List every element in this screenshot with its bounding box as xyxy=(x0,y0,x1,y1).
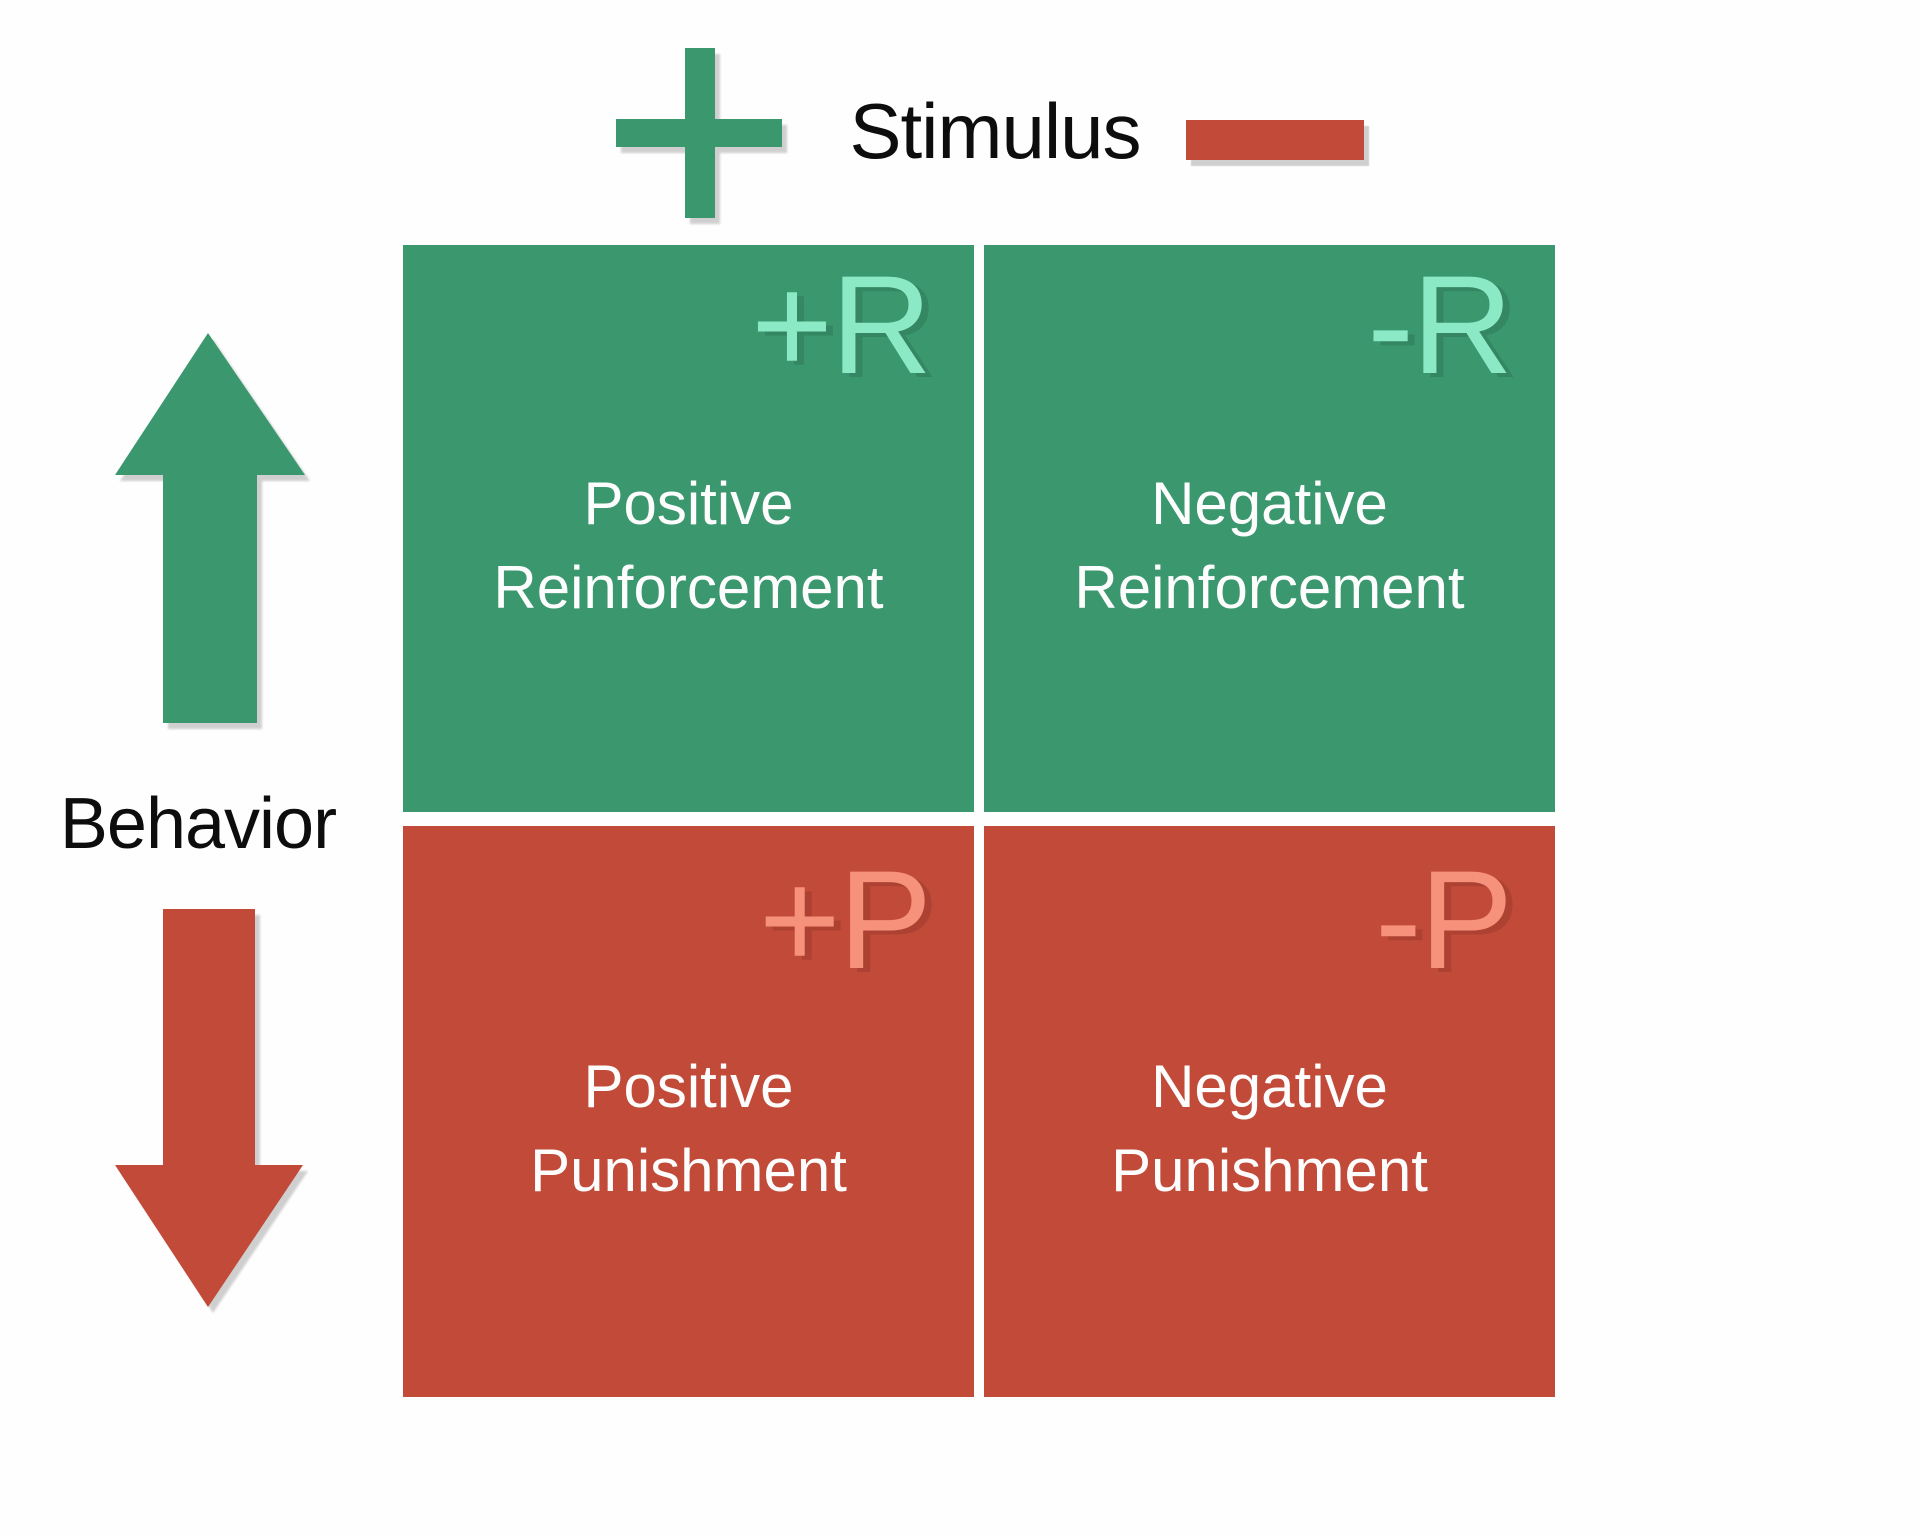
quadrant-positive-punishment: +P Positive Punishment xyxy=(403,826,974,1397)
code-negative-punishment: -P xyxy=(1375,841,1513,998)
plus-icon xyxy=(616,48,782,218)
label-negative-punishment: Negative Punishment xyxy=(984,826,1555,1397)
label-line: Positive xyxy=(583,1052,794,1120)
behavior-axis-label: Behavior xyxy=(59,784,337,864)
label-line: Punishment xyxy=(530,1136,847,1204)
label-line: Punishment xyxy=(1111,1136,1428,1204)
up-arrow-shape xyxy=(115,333,305,723)
quadrant-grid: +R Positive Reinforcement -R Negative Re… xyxy=(403,245,1555,1397)
label-positive-punishment: Positive Punishment xyxy=(403,826,974,1397)
label-negative-reinforcement: Negative Reinforcement xyxy=(984,245,1555,812)
behavior-increase-arrow-icon xyxy=(115,333,305,723)
quadrant-negative-punishment: -P Negative Punishment xyxy=(984,826,1555,1397)
quadrant-negative-reinforcement: -R Negative Reinforcement xyxy=(984,245,1555,812)
label-line: Negative xyxy=(1151,1052,1388,1120)
code-negative-reinforcement: -R xyxy=(1367,246,1513,403)
label-line: Reinforcement xyxy=(1074,553,1465,621)
label-line: Negative xyxy=(1151,469,1388,537)
down-arrow-shape xyxy=(115,909,303,1307)
stimulus-axis-label: Stimulus xyxy=(849,87,1141,175)
plus-shape xyxy=(616,48,782,218)
behavior-decrease-arrow-icon xyxy=(115,909,303,1307)
label-positive-reinforcement: Positive Reinforcement xyxy=(403,245,974,812)
label-line: Reinforcement xyxy=(493,553,884,621)
quadrant-positive-reinforcement: +R Positive Reinforcement xyxy=(403,245,974,812)
code-positive-punishment: +P xyxy=(758,841,932,998)
minus-icon xyxy=(1186,120,1364,160)
code-positive-reinforcement: +R xyxy=(751,246,932,403)
label-line: Positive xyxy=(583,469,794,537)
